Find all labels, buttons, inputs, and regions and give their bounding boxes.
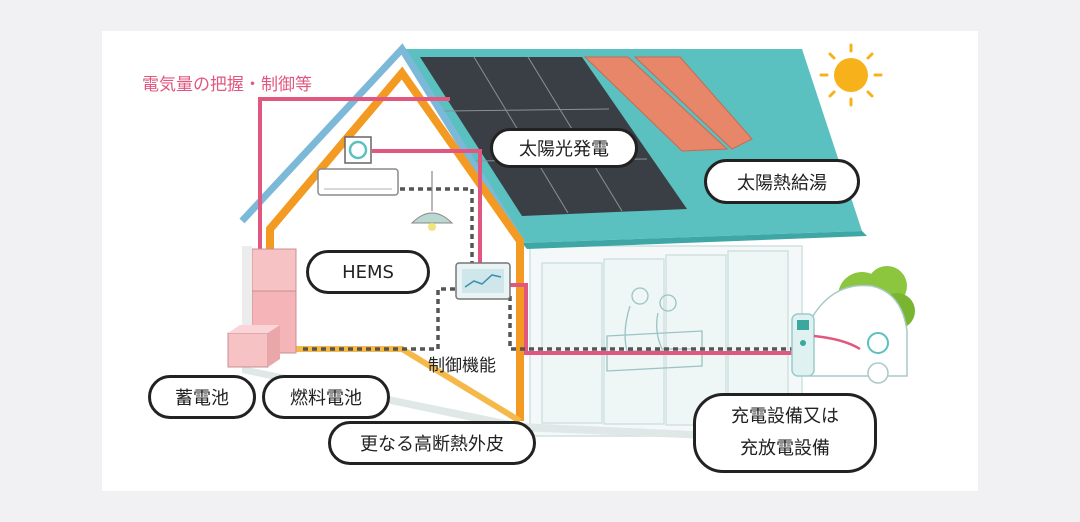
solar-water-heating-callout: 太陽熱給湯 <box>704 159 860 204</box>
solar-water-heating-label: 太陽熱給湯 <box>737 172 827 194</box>
hems-monitor-icon <box>455 262 511 300</box>
control-function-label: 制御機能 <box>428 356 496 376</box>
clock-icon <box>344 136 372 164</box>
electric-car-icon <box>809 284 908 384</box>
solar-power-callout: 太陽光発電 <box>490 128 638 168</box>
fuel-cell-callout: 燃料電池 <box>262 375 390 419</box>
ceiling-lamp-icon <box>410 171 454 231</box>
hems-callout: HEMS <box>306 250 430 294</box>
house-illustration <box>227 43 915 443</box>
charging-label-line2: 充放電設備 <box>740 438 830 459</box>
hems-label: HEMS <box>342 261 394 283</box>
solar-thermal-panels <box>583 56 753 152</box>
insulation-label: 更なる高断熱外皮 <box>360 434 504 455</box>
storage-battery-callout: 蓄電池 <box>148 375 256 419</box>
solar-power-label: 太陽光発電 <box>519 139 609 160</box>
insulation-callout: 更なる高断熱外皮 <box>328 421 536 465</box>
air-conditioner-icon <box>317 168 399 196</box>
fuel-cell-unit <box>242 246 297 356</box>
storage-battery-label: 蓄電池 <box>175 388 229 409</box>
storage-battery-unit <box>227 325 280 368</box>
fuel-cell-label: 燃料電池 <box>290 388 362 409</box>
diagram-canvas: 電気量の把握・制御等 太陽光発電 太陽熱給湯 HEMS 制御機能 蓄電池 燃料電… <box>102 31 978 491</box>
energy-monitoring-label: 電気量の把握・制御等 <box>142 75 312 95</box>
people-icon <box>606 287 703 372</box>
sun-icon <box>819 43 883 107</box>
charging-label-line1: 充電設備又は <box>731 406 839 427</box>
charging-equipment-callout: 充電設備又は 充放電設備 <box>693 393 877 473</box>
ev-charger-icon <box>791 313 861 377</box>
